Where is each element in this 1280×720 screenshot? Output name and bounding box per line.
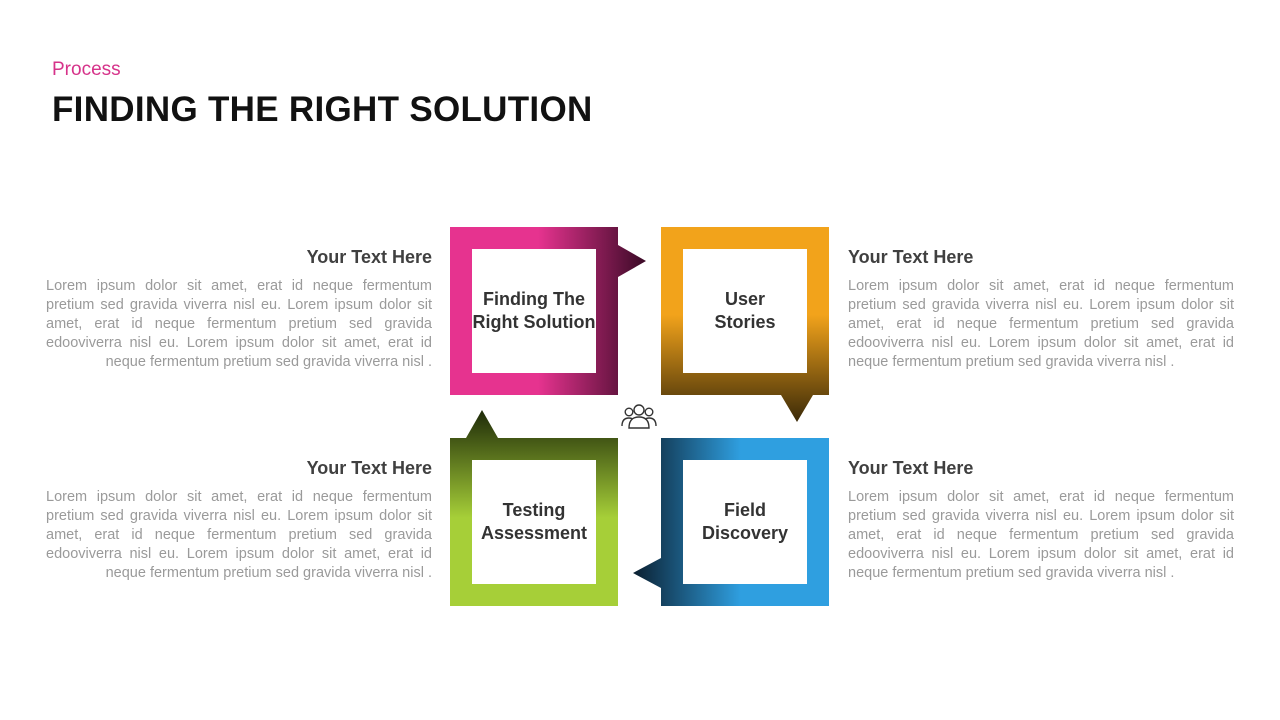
page-title: FINDING THE RIGHT SOLUTION xyxy=(52,90,593,129)
step-box-finding-solution xyxy=(450,227,646,395)
text-body: Lorem ipsum dolor sit amet, erat id nequ… xyxy=(46,278,432,370)
step-label-user-stories: User Stories xyxy=(714,289,776,332)
section-kicker: Process xyxy=(52,59,121,80)
text-heading: Your Text Here xyxy=(306,458,432,478)
group-users-icon xyxy=(621,404,657,429)
text-body: Lorem ipsum dolor sit amet, erat id nequ… xyxy=(848,278,1234,370)
text-heading: Your Text Here xyxy=(848,458,974,478)
text-heading: Your Text Here xyxy=(848,247,974,267)
text-heading: Your Text Here xyxy=(306,247,432,267)
step-box-field-discovery xyxy=(633,438,829,606)
step-label-finding-solution: Finding The Right Solution xyxy=(472,289,596,332)
step-label-testing-assessment: Testing Assessment xyxy=(480,500,588,543)
text-block-bottom-left: Your Text Here Lorem ipsum dolor sit ame… xyxy=(46,458,432,583)
text-block-top-left: Your Text Here Lorem ipsum dolor sit ame… xyxy=(46,247,432,372)
step-box-user-stories xyxy=(661,227,829,422)
text-body: Lorem ipsum dolor sit amet, erat id nequ… xyxy=(46,489,432,581)
step-box-testing-assessment xyxy=(450,410,618,606)
text-body: Lorem ipsum dolor sit amet, erat id nequ… xyxy=(848,489,1234,581)
step-label-field-discovery: Field Discovery xyxy=(701,500,789,543)
text-block-bottom-right: Your Text Here Lorem ipsum dolor sit ame… xyxy=(848,458,1234,583)
text-block-top-right: Your Text Here Lorem ipsum dolor sit ame… xyxy=(848,247,1234,372)
